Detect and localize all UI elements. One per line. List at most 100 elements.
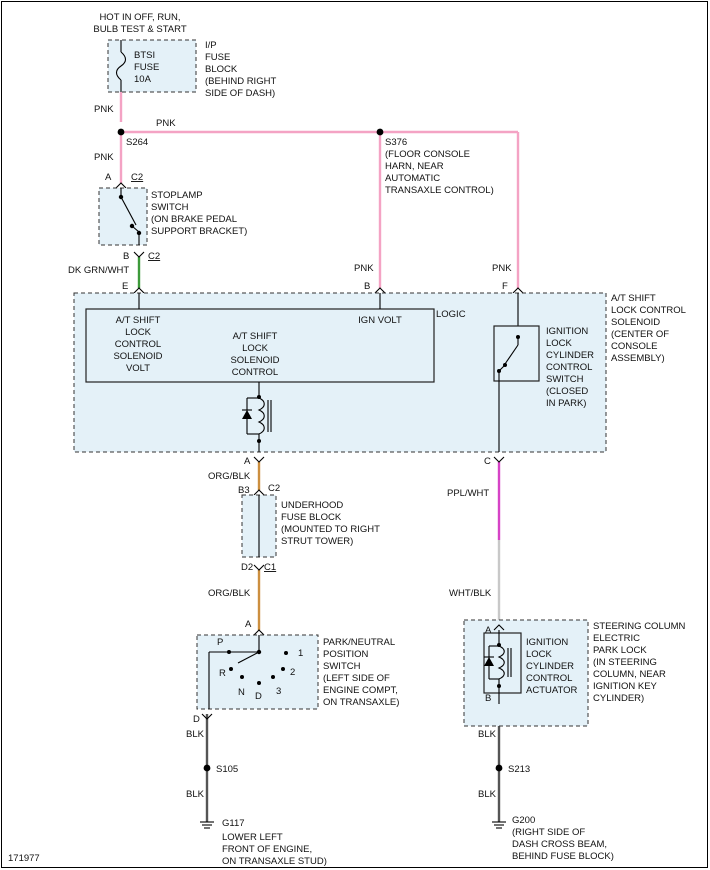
actuator-coil-icon [497,645,505,680]
stoplamp-label-3: (ON BRAKE PEDAL [151,214,237,225]
pnp-box [196,634,319,710]
ground-g117-label: G117 [222,818,245,829]
fuse-element-icon [115,51,127,81]
connector-chevron-icon [493,624,505,631]
solenoid-title-2: LOCK CONTROL [611,305,686,316]
pnp-title-3: SWITCH [323,661,361,672]
pnp-label-p: P [217,637,223,648]
connector-chevron-icon [374,287,386,294]
park-lock-title-1: STEERING COLUMN [593,621,686,632]
stoplamp-label-2: SWITCH [151,202,189,213]
solenoid-pin-c: C [484,456,491,467]
actuator-label-5: ACTUATOR [526,685,578,696]
solenoid-ctrl-4: CONTROL [232,367,278,378]
actuator-label-4: CONTROL [526,673,572,684]
park-lock-pin-a: A [485,625,492,636]
wire-label-pnk-5: PNK [492,263,512,274]
solenoid-pin-e: E [122,281,128,292]
pnp-label-d: D [255,691,262,702]
solenoid-ctrl-3: SOLENOID [230,355,279,366]
splice-s213-label: S213 [508,764,530,775]
park-lock-title-7: CYLINDER) [593,693,644,704]
pnp-contact-d [257,681,261,685]
connector-chevron-icon [512,287,524,294]
solenoid-coil-icon [257,397,265,435]
solenoid-volt-1: A/T SHIFT [116,315,161,326]
pnp-title-1: PARK/NEUTRAL [323,637,395,648]
underhood-conn-bottom: C1 [264,562,276,573]
ground-g200-desc-2: DASH CROSS BEAM, [512,839,607,850]
pnp-title-4: (LEFT SIDE OF [323,673,390,684]
pnp-contact-p [227,650,231,654]
stoplamp-switch: A C2 STOPLAMP SWITCH (ON BRAKE PEDAL SUP… [68,172,247,276]
connector-chevron-icon [493,456,505,463]
solenoid-volt-4: SOLENOID [113,351,162,362]
wire-label-pnk-4: PNK [354,263,374,274]
underhood-pin-d2: D2 [241,562,253,573]
park-lock-title-6: IGNITION KEY [593,681,658,692]
solenoid-logic-label: LOGIC [436,309,466,320]
ign-switch-label-1: IGNITION [546,326,588,337]
stoplamp-label-4: SUPPORT BRACKET) [151,226,247,237]
fuse-loc-2: FUSE [205,52,230,63]
stoplamp-pin-a: A [105,172,112,183]
connector-chevron-icon [253,489,265,496]
solenoid-ign-volt: IGN VOLT [358,315,402,326]
solenoid-logic-block [85,308,435,383]
pnp-title-2: POSITION [323,649,369,660]
ground-g117-desc-1: LOWER LEFT [222,832,283,843]
wire-label-pnk-2: PNK [156,118,176,129]
pnp-title-6: ON TRANSAXLE) [323,697,399,708]
connector-chevron-icon [115,182,127,189]
pnp-label-n: N [238,687,245,698]
underhood-conn-top: C2 [268,483,280,494]
splice-s105-dot [203,764,211,772]
fuse-name-3: 10A [134,74,152,85]
pnp-pin-d: D [193,714,200,725]
ign-switch-label-6: (CLOSED [546,386,588,397]
ground-g200-desc-1: (RIGHT SIDE OF [512,827,585,838]
fuse-loc-3: BLOCK [205,64,238,75]
park-lock-title-4: (IN STEERING [593,657,657,668]
solenoid-volt-2: LOCK [125,327,152,338]
solenoid-ctrl-1: A/T SHIFT [233,331,278,342]
solenoid-title-5: CONSOLE [611,341,657,352]
solenoid-title-3: SOLENOID [611,317,660,328]
park-lock-title-3: PARK LOCK [593,645,647,656]
connector-chevron-icon [201,713,213,720]
stoplamp-label-1: STOPLAMP [151,190,203,201]
park-lock-title-2: ELECTRIC [593,633,640,644]
pnp-contact-1 [284,651,288,655]
figure-number: 171977 [8,853,40,864]
fuse-name-2: FUSE [134,62,159,73]
splice-s376-desc-2: HARN, NEAR [385,161,444,172]
pnp-contact-r [229,667,233,671]
stoplamp-pin-b: B [123,251,129,262]
park-lock-title-5: COLUMN, NEAR [593,669,666,680]
connector-chevron-icon [253,456,265,463]
pnp-label-3: 3 [276,686,281,697]
park-lock-pin-b: B [485,693,491,704]
solenoid-title-4: (CENTER OF [611,329,669,340]
connector-chevron-icon [253,564,265,571]
underhood-label-4: STRUT TOWER) [281,536,353,547]
actuator-label-1: IGNITION [526,637,568,648]
ground-g117-desc-2: FRONT OF ENGINE, [222,844,312,855]
wire-label-blk-3: BLK [478,729,497,740]
btsi-fuse: HOT IN OFF, RUN, BULB TEST & START BTSI … [93,12,276,99]
wire-label-wht-blk: WHT/BLK [449,588,492,599]
wire-label-dk-grn-wht: DK GRN/WHT [68,265,129,276]
fuse-power-note-2: BULB TEST & START [93,24,186,35]
ground-g200-circuit: BLK S213 BLK G200 (RIGHT SIDE OF DASH CR… [478,729,614,862]
fuse-power-note-1: HOT IN OFF, RUN, [99,12,180,23]
shift-lock-solenoid: E B F LOGIC A/T SHIFT LOCK CONTROL SOLEN… [73,281,686,467]
ign-switch-arm-icon [504,344,519,365]
splice-s213-dot [495,764,503,772]
ground-g200-desc-3: BEHIND FUSE BLOCK) [512,851,614,862]
underhood-fuse-block: ORG/BLK B3 C2 D2 C1 UNDERHOOD FUSE BLOCK… [208,471,380,599]
solenoid-pin-f: F [502,281,508,292]
splice-s376-desc-3: AUTOMATIC [385,173,440,184]
fuse-name-1: BTSI [134,50,155,61]
underhood-label-1: UNDERHOOD [281,500,343,511]
